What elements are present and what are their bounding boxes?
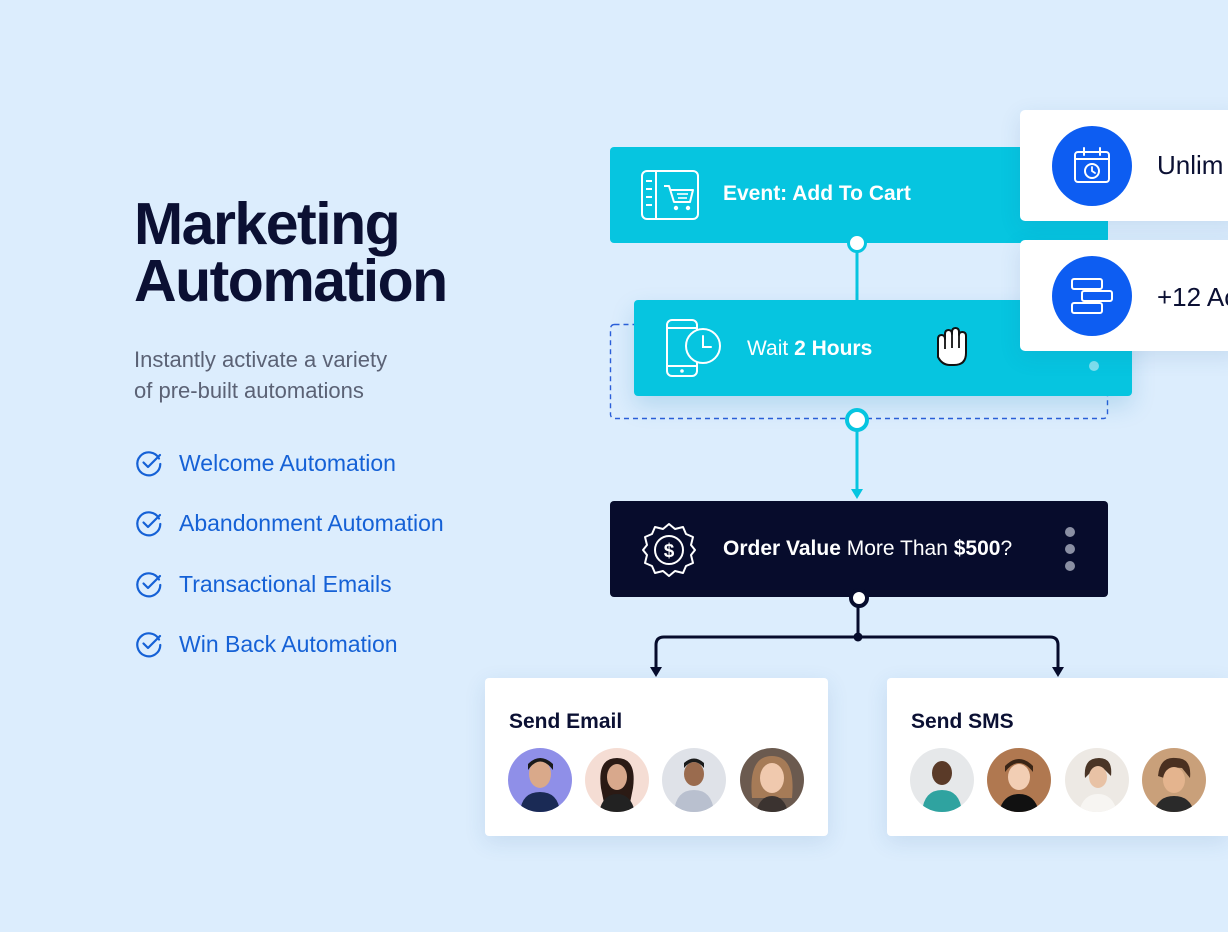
condition-field: Order Value <box>723 537 841 560</box>
feature-item-abandonment: Abandonment Automation <box>134 508 444 538</box>
stacked-blocks-icon <box>1052 256 1132 336</box>
condition-node[interactable]: $ Order Value More Than $500? <box>610 501 1108 597</box>
condition-suffix: ? <box>1000 537 1013 560</box>
avatar <box>1065 748 1129 812</box>
avatar <box>585 748 649 812</box>
dollar-badge-icon: $ <box>642 523 696 577</box>
feature-item-win-back: Win Back Automation <box>134 629 398 659</box>
feature-item-transactional: Transactional Emails <box>134 569 392 599</box>
avatar <box>508 748 572 812</box>
avatar <box>987 748 1051 812</box>
event-node-label: Event: Add To Cart <box>723 182 911 205</box>
subtitle-line-2: of pre-built automations <box>134 378 364 403</box>
title-line-1: Marketing <box>134 191 401 257</box>
connector-dot[interactable] <box>845 408 869 432</box>
check-circle-icon <box>136 451 162 477</box>
avatar <box>662 748 726 812</box>
check-circle-icon <box>136 572 162 598</box>
feature-label: Transactional Emails <box>179 570 392 597</box>
subtitle: Instantly activate a variety of pre-buil… <box>134 344 454 406</box>
side-card-label: +12 Ac <box>1157 282 1228 312</box>
connector-dot[interactable] <box>847 233 867 253</box>
condition-value: $500 <box>953 537 1001 560</box>
send-email-card[interactable]: Send Email <box>485 678 828 836</box>
wait-duration: 2 Hours <box>794 337 873 360</box>
subtitle-line-1: Instantly activate a variety <box>134 347 388 372</box>
feature-label: Win Back Automation <box>179 630 398 657</box>
page-title: Marketing Automation <box>134 191 448 314</box>
grab-hand-icon <box>937 327 967 366</box>
avatar <box>740 748 804 812</box>
feature-label: Abandonment Automation <box>179 509 444 536</box>
side-card-actions[interactable]: +12 Ac <box>1020 240 1228 351</box>
side-card-label: Unlim <box>1157 150 1224 180</box>
avatar <box>1142 748 1206 812</box>
send-sms-title: Send SMS <box>911 710 1014 733</box>
calendar-clock-icon <box>1052 126 1132 206</box>
cart-register-icon <box>641 170 699 220</box>
send-sms-card[interactable]: Send SMS <box>887 678 1228 836</box>
phone-clock-icon <box>666 319 721 377</box>
avatar <box>910 748 974 812</box>
vertical-dots-icon[interactable] <box>1064 525 1076 571</box>
svg-text:$: $ <box>664 541 675 562</box>
wait-prefix: Wait <box>747 337 795 360</box>
wait-node-label: Wait 2 Hours <box>747 337 872 361</box>
condition-node-label: Order Value More Than $500? <box>723 537 1012 561</box>
check-circle-icon <box>136 511 162 537</box>
status-dot <box>1089 361 1099 371</box>
feature-label: Welcome Automation <box>179 449 396 476</box>
condition-operator: More Than <box>840 537 954 560</box>
connector-dot[interactable] <box>849 588 869 608</box>
feature-item-welcome: Welcome Automation <box>134 448 396 478</box>
title-line-2: Automation <box>134 248 448 314</box>
send-email-title: Send Email <box>509 710 623 733</box>
check-circle-icon <box>136 632 162 658</box>
side-card-unlimited[interactable]: Unlim <box>1020 110 1228 221</box>
